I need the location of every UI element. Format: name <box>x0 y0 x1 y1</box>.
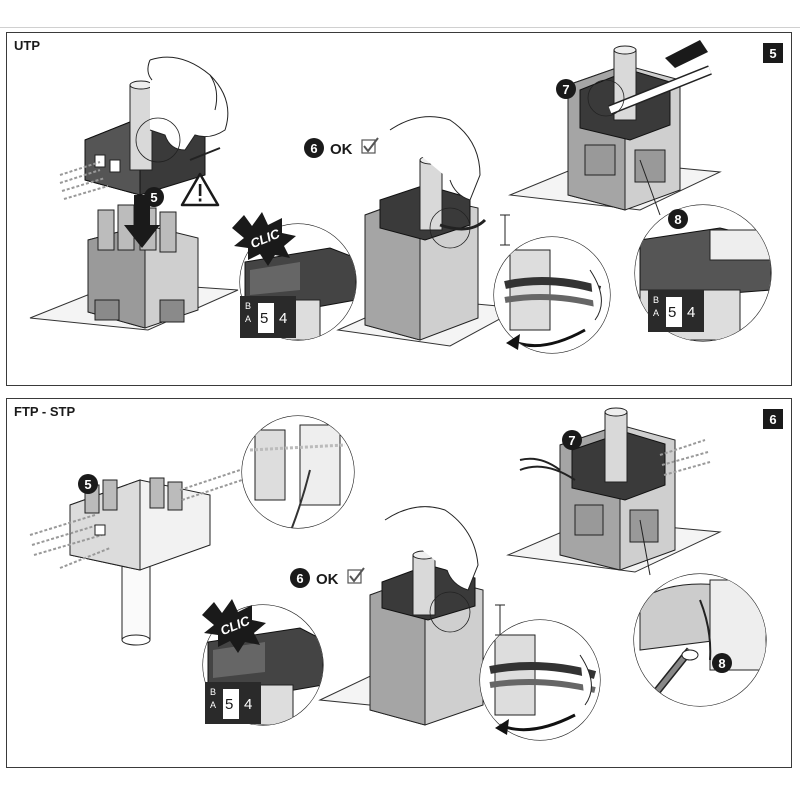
ftp-step5-badge: 5 <box>78 474 98 494</box>
ftp-step8-badge: 8 <box>712 653 732 673</box>
utp-jack-module-mid <box>364 116 510 341</box>
utp-step7-text: 7 <box>562 82 569 97</box>
ftp-step6-ok: 6 OK <box>290 567 365 588</box>
utp-step8-text: 8 <box>674 212 681 227</box>
utp-step6-text: 6 <box>310 141 317 156</box>
utp-jack-module-left <box>87 204 199 329</box>
utp-panel-label: UTP <box>14 38 40 53</box>
utp-clic-burst: CLIC <box>232 212 296 266</box>
utp-cut-zoom: B A 5 4 <box>634 204 772 342</box>
utp-check-icon <box>361 139 376 154</box>
ftp-terminal-5: 5 <box>225 696 233 713</box>
ftp-shield-zoom <box>241 415 355 529</box>
ftp-step7-text: 7 <box>568 433 575 448</box>
utp-wire-zoom <box>493 236 611 354</box>
utp-terminal-52: 5 <box>668 304 676 321</box>
top-rule <box>0 27 800 28</box>
ftp-terminal-a: A <box>210 700 216 710</box>
utp-terminal-a2: A <box>653 308 659 318</box>
utp-ok-text: OK <box>330 141 353 158</box>
utp-terminal-b: B <box>245 301 251 311</box>
ftp-wire-zoom <box>479 619 601 741</box>
utp-step5-badge: 5 <box>144 187 164 207</box>
ftp-step5-text: 5 <box>84 477 91 492</box>
ftp-clic-burst: CLIC <box>202 599 266 653</box>
utp-jack-module-right <box>567 40 712 216</box>
ftp-panel-label: FTP - STP <box>14 404 76 419</box>
ftp-ok-text: OK <box>316 571 339 588</box>
ftp-jack-module-mid <box>369 506 505 726</box>
ftp-panel-number: 6 <box>763 409 783 429</box>
utp-panel-number: 5 <box>763 43 783 63</box>
utp-terminal-a: A <box>245 314 251 324</box>
ftp-step6-text: 6 <box>296 571 303 586</box>
ftp-check-icon <box>347 569 362 584</box>
utp-step5-text: 5 <box>150 190 157 205</box>
utp-terminal-5: 5 <box>260 310 268 327</box>
ftp-terminal-4: 4 <box>244 696 252 713</box>
ftp-step8-text: 8 <box>718 656 725 671</box>
warning-icon <box>180 172 220 207</box>
utp-step6-ok: 6 OK <box>304 137 379 158</box>
ftp-terminal-b: B <box>210 687 216 697</box>
utp-terminal-4: 4 <box>279 310 287 327</box>
ftp-jack-module-left <box>29 469 243 646</box>
utp-step8-badge: 8 <box>668 209 688 229</box>
utp-terminal-b2: B <box>653 295 659 305</box>
ftp-jack-module-right <box>519 407 711 576</box>
ftp-step7-badge: 7 <box>562 430 582 450</box>
ftp-crimp-zoom <box>633 573 767 707</box>
utp-cap-assembly <box>59 56 229 200</box>
utp-insert-arrow <box>124 195 160 248</box>
utp-step7-badge: 7 <box>556 79 576 99</box>
utp-terminal-42: 4 <box>687 304 695 321</box>
